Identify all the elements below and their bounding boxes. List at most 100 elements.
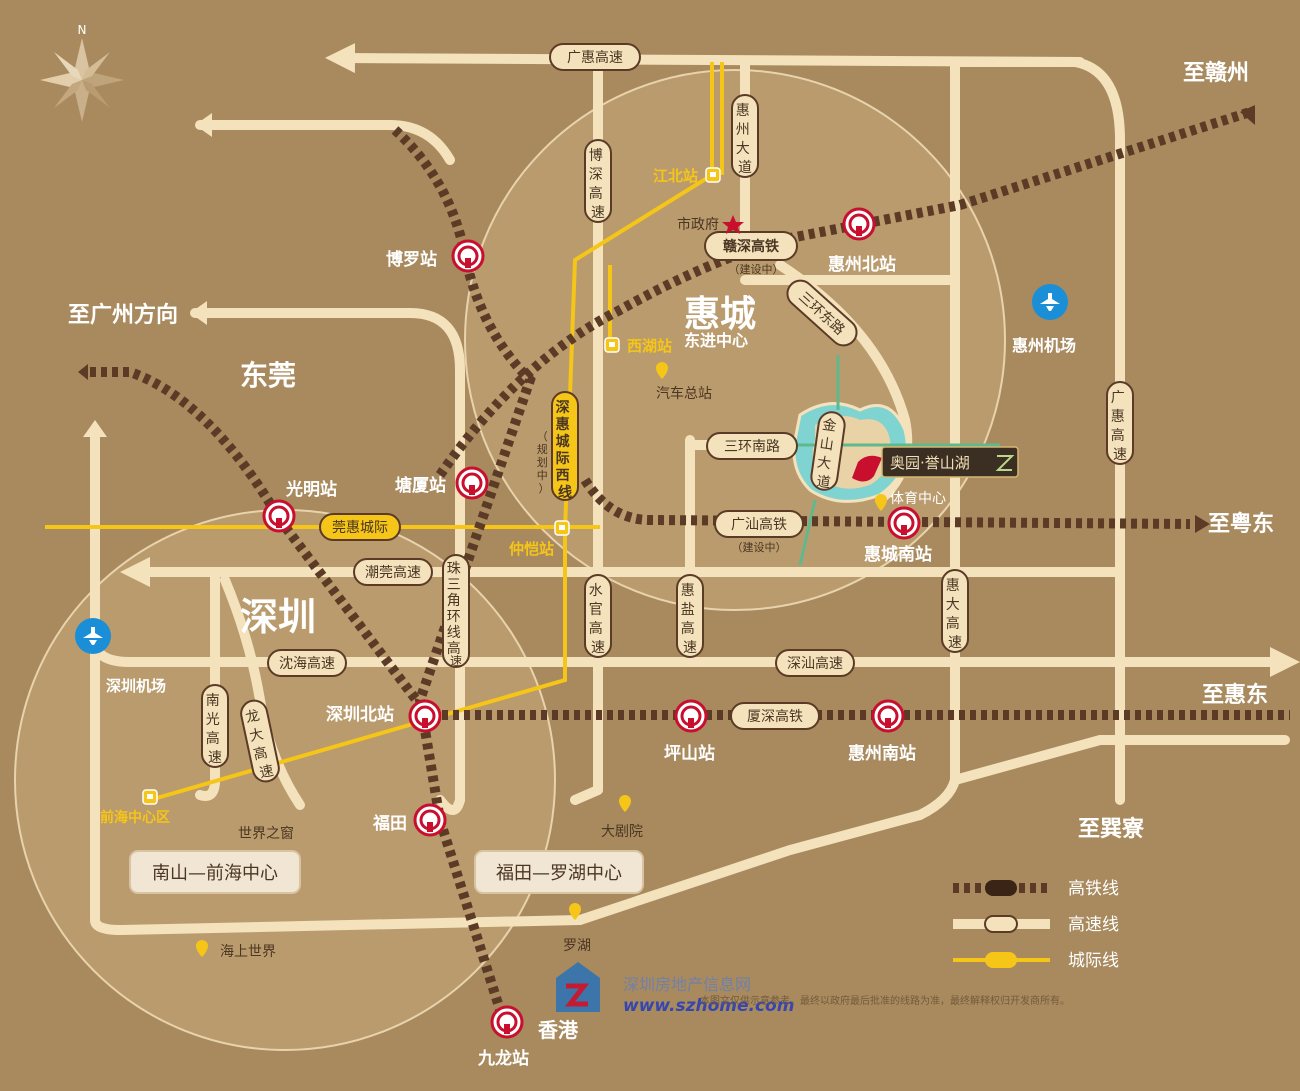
metro-icon xyxy=(604,337,620,353)
guanghui-expressway-east xyxy=(950,57,1125,805)
airport-icon xyxy=(75,618,111,654)
region-huicheng-sub: 东进中心 xyxy=(684,331,748,350)
station-icon xyxy=(262,499,296,533)
pill-xiashen: 厦深高铁 xyxy=(730,702,820,730)
direction-ganzhou: 至赣州 xyxy=(1183,60,1249,86)
region-dongguan: 东莞 xyxy=(240,359,296,392)
direction-huidong: 至惠东 xyxy=(1202,682,1268,708)
arrow-yuedong xyxy=(1195,515,1210,533)
location-pin-icon xyxy=(619,795,631,812)
station-icon xyxy=(455,466,489,500)
poi-bus: 汽车总站 xyxy=(656,385,712,402)
poi-hz-airport: 惠州机场 xyxy=(1012,336,1076,355)
svg-text:深 惠 城: 深 惠 城 际 西 线 xyxy=(556,399,575,501)
station-kowloon: 九龙站 xyxy=(477,1048,529,1069)
northwest-expressway xyxy=(195,120,455,165)
poi-pins xyxy=(196,362,887,957)
direction-guangzhou: 至广州方向 xyxy=(68,302,178,328)
metro-icon xyxy=(142,789,158,805)
west-ring-expressway xyxy=(90,425,585,936)
svg-text:广 惠 高: 广 惠 高 速 xyxy=(1111,390,1129,463)
station-icon xyxy=(887,506,921,540)
hsr-guangming-line xyxy=(90,367,424,709)
pill-jinshan: 金 山 大 道 xyxy=(810,411,846,492)
svg-text:三环南路: 三环南路 xyxy=(724,439,780,455)
green-roads xyxy=(760,355,1000,566)
station-icon xyxy=(451,239,485,273)
pill-guanghui: 广惠高速 xyxy=(549,43,641,71)
pill-chaoguan: 潮莞高速 xyxy=(353,558,433,586)
station-icon xyxy=(871,699,905,733)
svg-text:（ 规 划: （ 规 划 中 ） xyxy=(537,430,552,495)
station-huizhou-north: 惠州北站 xyxy=(828,254,896,275)
station-futian: 福田 xyxy=(372,813,407,834)
center-box-futian: 福田—罗湖中心 xyxy=(474,850,644,894)
station-qianhai: 前海中心区 xyxy=(100,809,170,826)
poi-sports: 体育中心 xyxy=(890,491,946,507)
arrow-ganzhou xyxy=(1240,105,1255,125)
location-pin-icon xyxy=(875,494,887,511)
svg-text:博 深 高: 博 深 高 速 xyxy=(589,147,607,221)
disclaimer: 本图文仅供示意参考，最终以政府最后批准的线路为准，最终解释权归开发商所有。 xyxy=(700,994,1070,1007)
station-icon xyxy=(413,803,447,837)
metro-icon xyxy=(705,167,721,183)
station-guangming: 光明站 xyxy=(285,479,337,500)
station-shenzhen-north: 深圳北站 xyxy=(326,704,394,725)
southeast-expressway xyxy=(950,735,1290,785)
station-huicheng-south: 惠城南站 xyxy=(864,544,932,565)
longda-expressway xyxy=(220,575,305,810)
watermark-site-url: www.szhome.com xyxy=(623,996,794,1016)
star-icon xyxy=(722,215,744,234)
poi-seaworld: 海上世界 xyxy=(220,944,276,960)
svg-text:惠 盐 高: 惠 盐 高 速 xyxy=(681,583,699,656)
svg-text:惠 大 高: 惠 大 高 速 xyxy=(946,578,964,651)
pill-guangshan: 广汕高铁 （建设中） xyxy=(714,510,804,554)
pill-boshen: 博 深 高 速 xyxy=(584,139,612,223)
pill-zhusanjiao: 珠 三 角 环 线 高 速 xyxy=(442,554,470,668)
svg-text:广汕高铁: 广汕高铁 xyxy=(731,516,787,533)
pill-yanhai: 沈海高速 xyxy=(267,649,347,677)
pill-guanhui-intercity: 莞惠城际 xyxy=(319,513,401,541)
svg-text:厦深高铁: 厦深高铁 xyxy=(747,708,803,725)
svg-text:赣深高铁: 赣深高铁 xyxy=(723,238,779,255)
svg-text:福田—罗湖中心: 福田—罗湖中心 xyxy=(496,863,622,884)
svg-text:（建设中）: （建设中） xyxy=(729,262,784,276)
station-xihu: 西湖站 xyxy=(627,337,672,355)
station-icon xyxy=(674,699,708,733)
station-pingshan: 坪山站 xyxy=(664,743,715,764)
station-huizhou-south: 惠州南站 xyxy=(848,743,916,764)
poi-gov: 市政府 xyxy=(677,216,719,233)
arrow-dongguan-hsr xyxy=(78,364,88,380)
arrow-northwest xyxy=(195,113,212,137)
shuiguan-end xyxy=(570,785,603,805)
pill-nanguang: 南 光 高 速 xyxy=(201,684,229,768)
project-marker: 奥园·誉山湖 xyxy=(852,446,1019,482)
svg-text:南山—前海中心: 南山—前海中心 xyxy=(152,863,278,884)
project-label-box xyxy=(881,446,1019,478)
region-shenzhen: 深圳 xyxy=(240,595,316,639)
location-pin-icon xyxy=(656,362,668,379)
project-leaf-icon xyxy=(852,455,882,482)
svg-text:水 官 高: 水 官 高 速 xyxy=(589,583,607,656)
legend: 高铁线 高速线 城际线 xyxy=(953,879,1119,971)
arrow-airport-north xyxy=(83,420,107,437)
station-hongkong: 香港 xyxy=(538,1018,579,1042)
svg-text:惠 州 大: 惠 州 大 道 xyxy=(736,103,754,176)
pill-shenshan: 深汕高速 xyxy=(775,649,855,677)
svg-text:（建设中）: （建设中） xyxy=(732,540,787,554)
svg-text:金 山 大: 金 山 大 道 xyxy=(813,417,841,492)
svg-text:深汕高速: 深汕高速 xyxy=(787,655,843,672)
direction-xunliao: 至巽寮 xyxy=(1078,816,1145,842)
pill-ganshen: 赣深高铁 （建设中） xyxy=(704,231,798,276)
svg-text:龙 大 高: 龙 大 高 速 xyxy=(244,707,277,782)
station-jiangbei: 江北站 xyxy=(653,167,698,185)
arrow-guangzhou xyxy=(190,301,207,325)
station-zhongkai: 仲恺站 xyxy=(509,540,554,558)
guangshan-hsr xyxy=(580,477,1191,529)
station-boluo: 博罗站 xyxy=(386,249,437,270)
compass-icon: N xyxy=(40,23,124,122)
poi-window: 世界之窗 xyxy=(238,825,294,842)
legend-hsr-label: 高铁线 xyxy=(1068,879,1119,899)
svg-text:珠 三 角: 珠 三 角 环 线 高 速 xyxy=(447,561,465,668)
